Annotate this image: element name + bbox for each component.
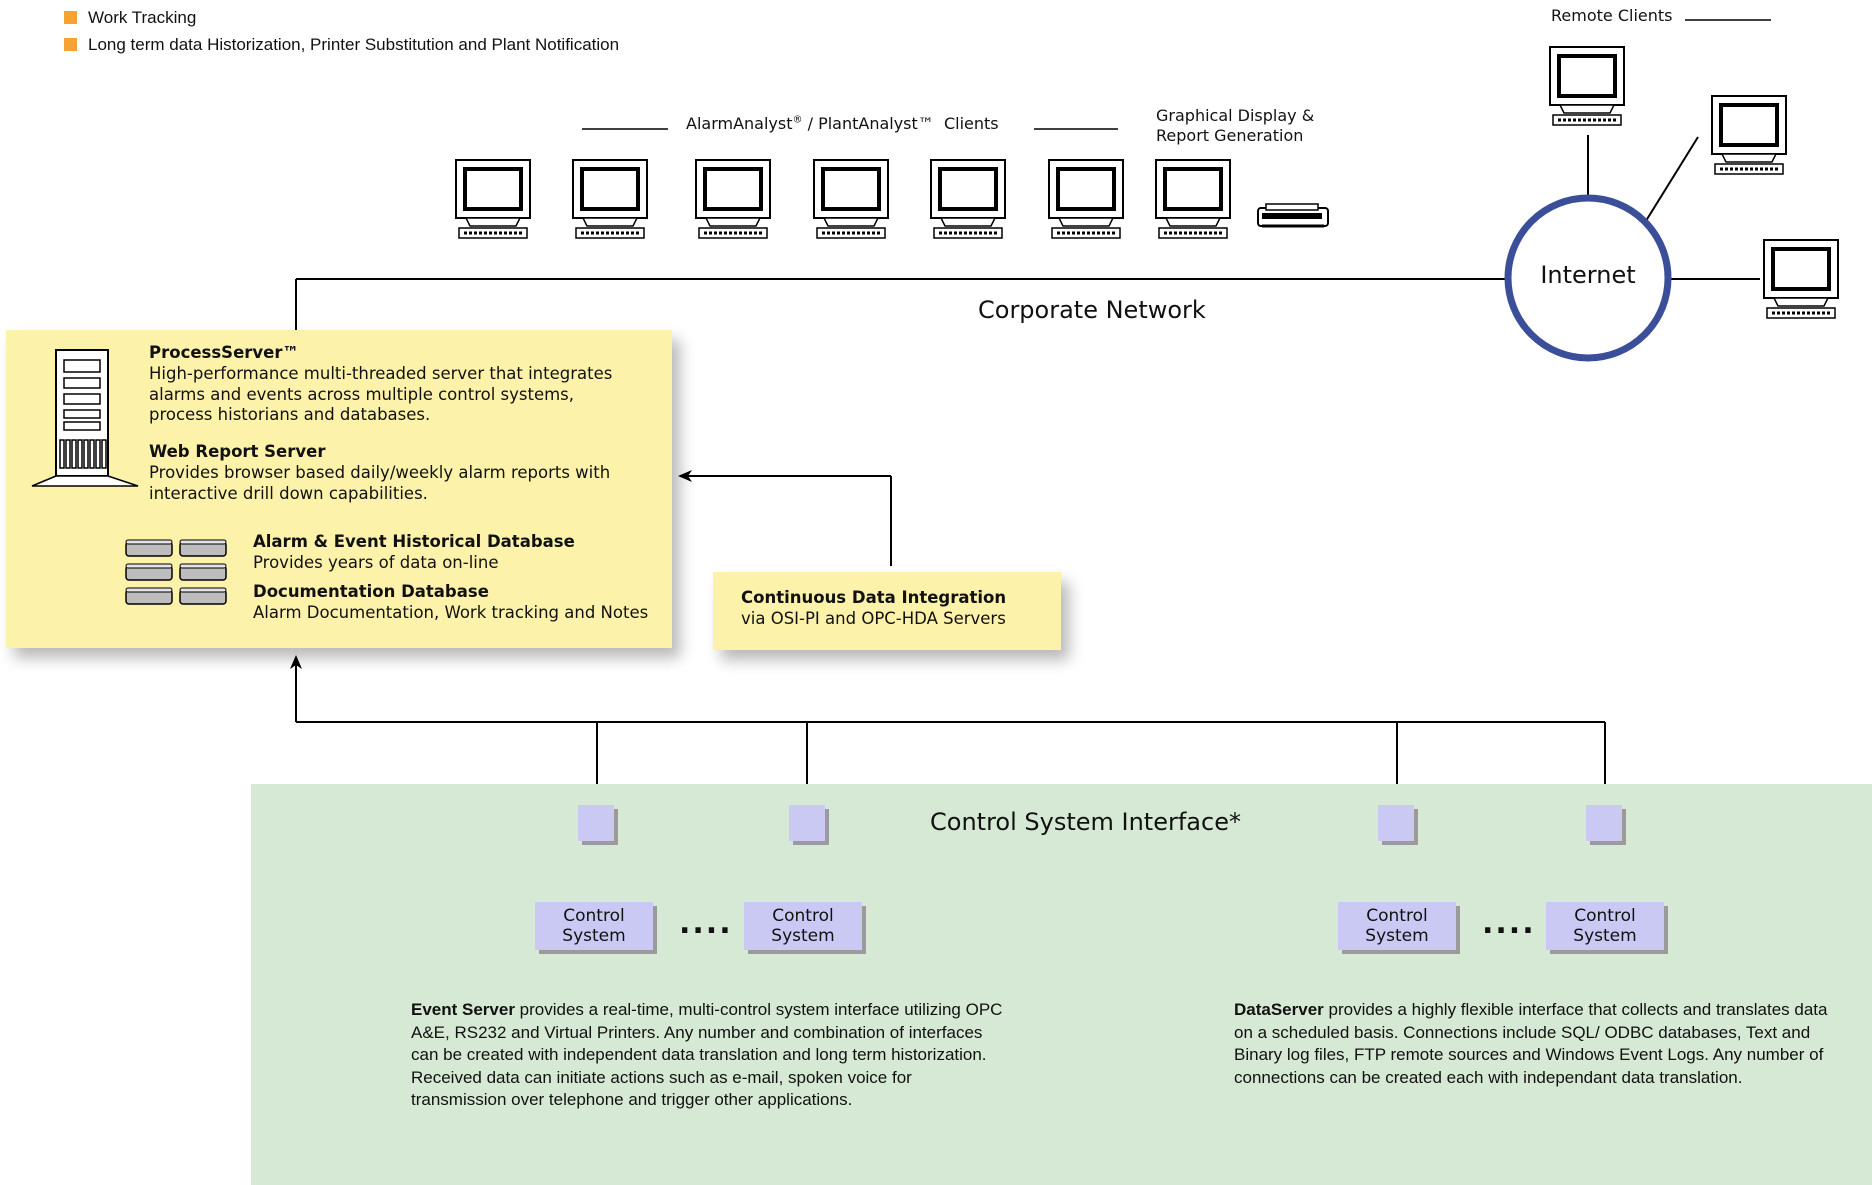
ellipsis-dots: .... — [1482, 906, 1536, 941]
web-report-desc: Provides browser based daily/weekly alar… — [149, 463, 611, 503]
remote-monitor — [1548, 45, 1626, 127]
orange-square-icon — [64, 38, 77, 51]
database-icon — [125, 539, 227, 605]
graphical-display-label: Graphical Display & Report Generation — [1156, 106, 1315, 145]
ellipsis-dots: .... — [679, 906, 733, 941]
control-interface-title: Control System Interface* — [930, 808, 1241, 836]
legend-label: Long term data Historization, Printer Su… — [88, 35, 620, 54]
legend-label: Work Tracking — [88, 8, 197, 27]
printer-icon — [1257, 203, 1329, 228]
internet-link — [1643, 136, 1699, 225]
report-monitor — [1154, 158, 1232, 240]
data-server-description: DataServer provides a highly flexible in… — [1234, 1000, 1828, 1087]
doc-db-title: Documentation Database — [253, 582, 489, 601]
client-monitor — [454, 158, 532, 240]
server-panel: ProcessServer™ High-performance multi-th… — [6, 330, 672, 648]
orange-square-icon — [64, 11, 77, 24]
web-report-title: Web Report Server — [149, 442, 326, 461]
interface-node — [1586, 805, 1622, 841]
process-server-title: ProcessServer™ — [149, 343, 299, 362]
remote-monitor — [1710, 94, 1788, 176]
client-monitor — [694, 158, 772, 240]
event-server-description: Event Server provides a real-time, multi… — [411, 1000, 1003, 1109]
doc-db-desc: Alarm Documentation, Work tracking and N… — [253, 603, 649, 622]
client-monitor — [929, 158, 1007, 240]
server-tower-icon — [31, 349, 139, 487]
client-monitor — [812, 158, 890, 240]
internet-label: Internet — [1540, 261, 1636, 289]
integration-title: Continuous Data Integration — [741, 588, 1007, 607]
clients-label: AlarmAnalyst® / PlantAnalyst™ Clients — [686, 114, 999, 133]
client-monitor — [571, 158, 649, 240]
interface-node — [578, 805, 614, 841]
process-server-desc: High-performance multi-threaded server t… — [149, 364, 613, 424]
remote-clients-label: Remote Clients — [1551, 6, 1673, 25]
internet-circle — [1504, 194, 1672, 362]
interface-node — [789, 805, 825, 841]
integration-desc: via OSI-PI and OPC-HDA Servers — [741, 609, 1006, 628]
interface-node — [1378, 805, 1414, 841]
alarm-db-desc: Provides years of data on-line — [253, 553, 499, 572]
client-monitor — [1047, 158, 1125, 240]
alarm-db-title: Alarm & Event Historical Database — [253, 532, 575, 551]
corporate-network-label: Corporate Network — [978, 296, 1206, 324]
remote-monitor — [1762, 238, 1840, 320]
integration-panel: Continuous Data Integration via OSI-PI a… — [713, 572, 1061, 650]
